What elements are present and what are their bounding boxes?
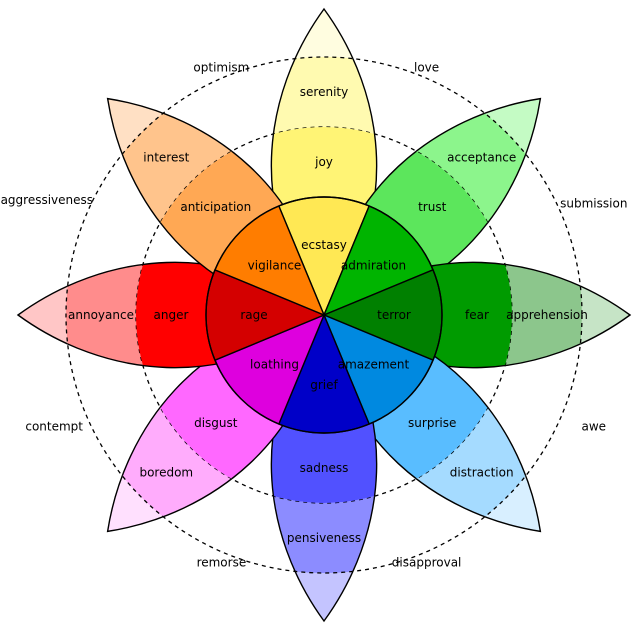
emotion-label: serenity — [300, 85, 348, 99]
emotion-label: trust — [418, 200, 446, 214]
emotion-label: vigilance — [248, 259, 302, 273]
dyad-label: love — [414, 60, 439, 74]
emotion-label: rage — [240, 308, 267, 322]
dyad-label: awe — [582, 420, 607, 434]
emotion-label: amazement — [338, 358, 410, 372]
core-circle — [205, 196, 443, 434]
emotion-label: acceptance — [447, 150, 516, 164]
emotion-label: apprehension — [506, 308, 588, 322]
emotion-label: anger — [154, 308, 189, 322]
emotion-label: pensiveness — [287, 531, 361, 545]
emotion-label: admiration — [341, 259, 406, 273]
emotion-label: loathing — [250, 358, 299, 372]
emotion-label: boredom — [139, 466, 193, 480]
emotion-label: sadness — [300, 461, 349, 475]
emotion-label: annoyance — [68, 308, 134, 322]
dyad-label: disapproval — [392, 556, 462, 570]
emotion-label: distraction — [450, 466, 514, 480]
dyad-label: aggressiveness — [1, 193, 93, 207]
outer-dashed-ring — [65, 56, 583, 574]
emotion-label: fear — [465, 308, 489, 322]
emotion-label: interest — [143, 150, 189, 164]
emotion-label: terror — [377, 308, 411, 322]
dyad-label: submission — [560, 196, 627, 210]
emotion-label: ecstasy — [301, 238, 347, 252]
emotion-label: disgust — [194, 416, 238, 430]
emotion-label: grief — [310, 378, 338, 392]
emotion-label-layer: ecstasy joy serenity admiration trust accepta… — [68, 85, 588, 545]
dyad-label-layer: optimism love submission awe disapproval remo… — [1, 60, 628, 569]
dyad-label: remorse — [197, 556, 247, 570]
emotion-label: surprise — [408, 416, 456, 430]
dyad-label: optimism — [193, 60, 249, 74]
dyad-label: contempt — [25, 420, 83, 434]
emotion-label: joy — [314, 155, 333, 169]
emotion-label: anticipation — [180, 200, 251, 214]
